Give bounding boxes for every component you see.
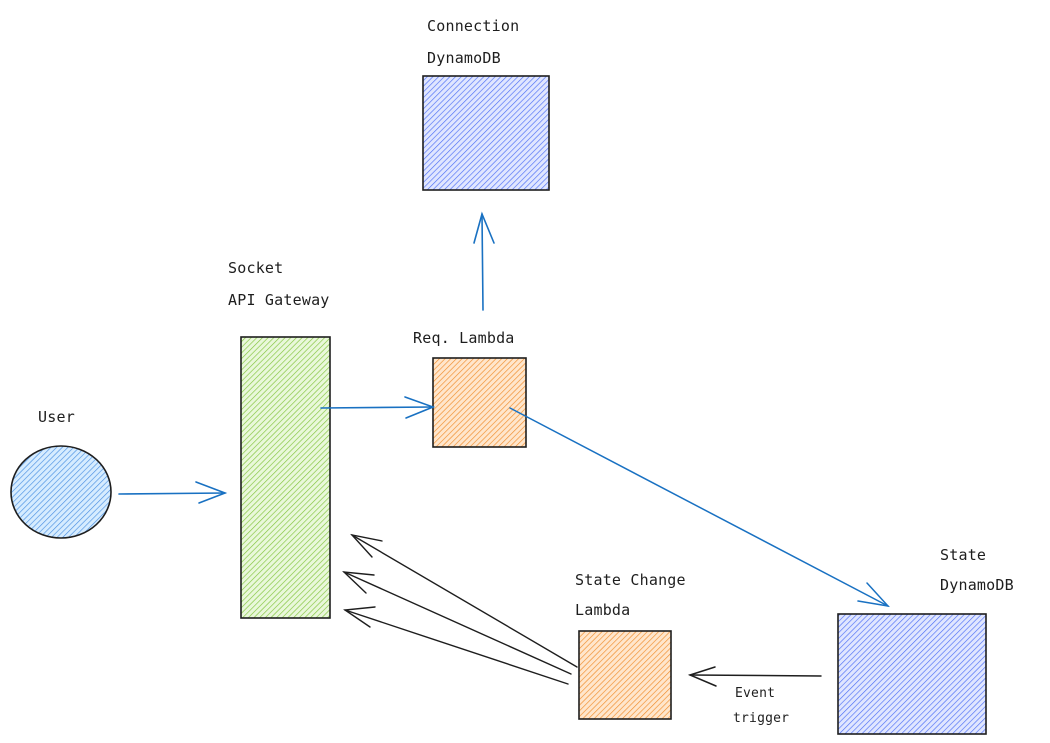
arrowhead-icon bbox=[343, 606, 376, 628]
req-lambda-label: Req. Lambda bbox=[413, 329, 515, 347]
arrowhead-icon bbox=[350, 533, 383, 558]
node-req-lambda[interactable]: Req. Lambda bbox=[413, 329, 527, 448]
event-trigger-label-line-1: Event bbox=[735, 686, 775, 701]
edge-line bbox=[343, 571, 572, 675]
state-change-lambda-shape bbox=[578, 630, 672, 720]
user-label: User bbox=[38, 408, 75, 426]
edge-state-change-to-gateway-3[interactable] bbox=[343, 606, 569, 685]
edge-line bbox=[344, 609, 569, 685]
edge-req-lambda-to-state-dynamodb[interactable] bbox=[509, 407, 891, 608]
edge-line bbox=[351, 534, 578, 668]
arrowhead-icon bbox=[404, 396, 436, 419]
arrowhead-icon bbox=[473, 211, 495, 244]
socket-api-gateway-label-line-2: API Gateway bbox=[228, 291, 330, 309]
connection-dynamodb-label-line-2: DynamoDB bbox=[427, 49, 501, 67]
edge-line bbox=[689, 674, 822, 677]
user-shape bbox=[10, 445, 112, 539]
state-dynamodb-shape bbox=[837, 613, 987, 735]
node-state-dynamodb[interactable]: State DynamoDB bbox=[837, 546, 1014, 735]
socket-api-gateway-shape bbox=[240, 336, 331, 619]
node-socket-api-gateway[interactable]: Socket API Gateway bbox=[228, 259, 331, 619]
edge-req-lambda-to-connection-dynamodb[interactable] bbox=[473, 211, 495, 311]
state-change-lambda-label-line-1: State Change bbox=[575, 571, 686, 589]
edge-line bbox=[481, 213, 484, 311]
edge-state-change-to-gateway-1[interactable] bbox=[350, 533, 578, 668]
node-user[interactable]: User bbox=[10, 408, 112, 539]
edge-state-change-to-gateway-2[interactable] bbox=[342, 571, 572, 675]
connection-dynamodb-shape bbox=[422, 75, 550, 191]
edge-user-to-gateway[interactable] bbox=[118, 481, 228, 504]
socket-api-gateway-label-line-1: Socket bbox=[228, 259, 283, 277]
edge-line bbox=[118, 492, 226, 495]
edge-event-trigger[interactable] bbox=[687, 666, 822, 687]
edge-line bbox=[320, 406, 434, 409]
arrowhead-icon bbox=[857, 582, 891, 608]
state-dynamodb-label-line-2: DynamoDB bbox=[940, 576, 1014, 594]
arrowhead-icon bbox=[342, 571, 375, 594]
connection-dynamodb-label-line-1: Connection bbox=[427, 17, 519, 35]
edge-line bbox=[509, 407, 889, 607]
event-trigger-label-line-2: trigger bbox=[733, 711, 789, 726]
arrowhead-icon bbox=[687, 666, 717, 687]
req-lambda-shape bbox=[432, 357, 527, 448]
node-state-change-lambda[interactable]: State Change Lambda bbox=[575, 571, 686, 720]
edge-gateway-to-req-lambda[interactable] bbox=[320, 396, 436, 419]
node-connection-dynamodb[interactable]: Connection DynamoDB bbox=[422, 17, 550, 191]
state-dynamodb-label-line-1: State bbox=[940, 546, 986, 564]
arrowhead-icon bbox=[195, 481, 228, 504]
state-change-lambda-label-line-2: Lambda bbox=[575, 601, 630, 619]
